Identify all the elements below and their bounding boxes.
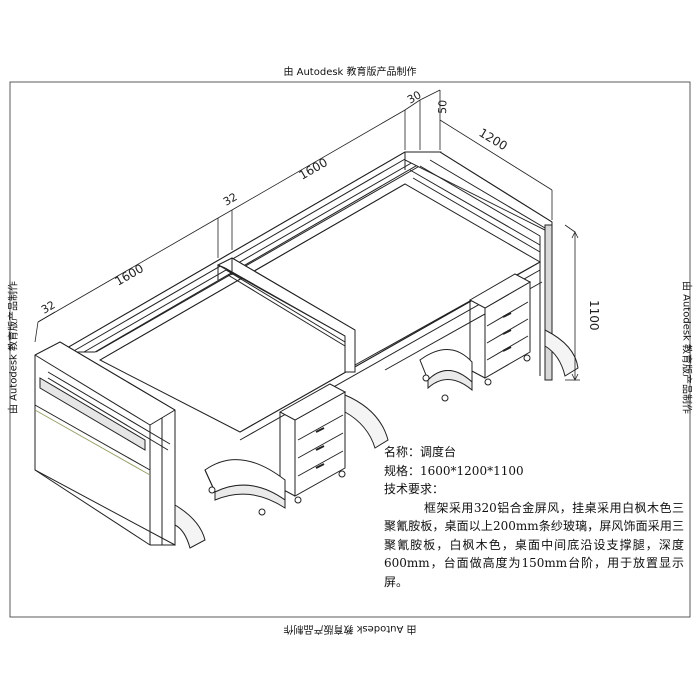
- spec-tech-text: 框架采用320铝合金屏风，挂桌采用白枫木色三聚氰胺板，桌面以上200mm条纱玻璃…: [384, 500, 684, 589]
- cpu-stand-front: [204, 459, 286, 516]
- spec-name: 名称：调度台: [384, 445, 457, 459]
- cpu-stand-rear: [419, 349, 473, 402]
- dim-1600-left: 1600: [113, 261, 146, 288]
- pedestal-rear: [468, 273, 532, 386]
- desk-feet: [174, 329, 579, 549]
- dim-1600-right: 1600: [297, 155, 330, 182]
- dim-32-left: 32: [39, 298, 58, 316]
- middle-divider-screen: [216, 257, 356, 373]
- dim-32-mid: 32: [221, 190, 240, 208]
- dim-1200: 1200: [476, 126, 509, 154]
- spec-size: 规格：1600*1200*1100: [384, 463, 524, 478]
- spec-block: 名称：调度台 规格：1600*1200*1100 技术要求： 框架采用320铝合…: [384, 443, 684, 591]
- pedestal-front: [278, 383, 347, 504]
- watermark-top: 由 Autodesk 教育版产品制作: [283, 67, 417, 78]
- spec-tech-title: 技术要求：: [384, 482, 445, 496]
- dim-1100: 1100: [587, 300, 601, 331]
- front-end-screen: [34, 341, 176, 546]
- right-end-screen: [404, 151, 553, 381]
- dimension-lines: [34, 89, 580, 381]
- dim-30: 30: [405, 88, 424, 106]
- dim-50: 50: [436, 100, 449, 114]
- drawing-border: [9, 81, 691, 618]
